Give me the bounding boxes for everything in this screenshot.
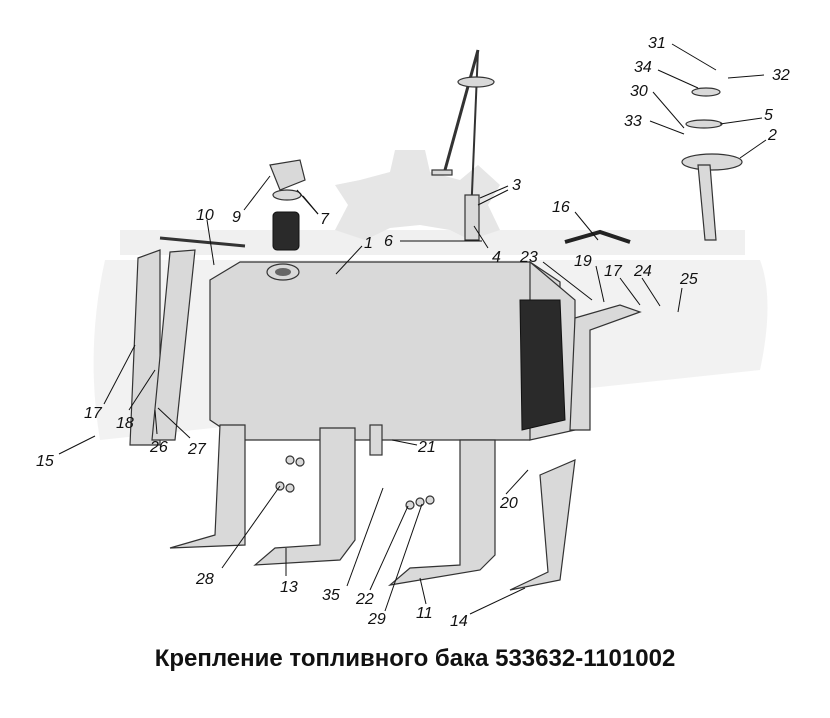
callout-1: 1 [364,235,373,252]
callout-2: 2 [767,127,777,144]
callout-17b: 17 [84,405,103,422]
fuel-intake-unit [681,87,743,241]
callout-7: 7 [320,211,330,228]
callout-31: 31 [648,35,666,52]
callout-10: 10 [196,207,214,224]
callout-29: 29 [367,611,386,628]
callout-11: 11 [416,605,433,622]
callout-labels: 31 32 34 30 5 33 2 3 9 7 10 1 6 4 16 23 … [36,35,790,630]
fuel-tank [209,260,576,441]
filler-cap [269,159,306,251]
callout-6: 6 [384,233,393,250]
callout-9: 9 [232,209,241,226]
bolts [275,424,435,510]
callout-34: 34 [634,59,652,76]
callout-23: 23 [519,249,538,266]
callout-3: 3 [512,177,521,194]
callout-26: 26 [149,439,168,456]
callout-35: 35 [322,587,340,604]
callout-5: 5 [764,107,773,124]
callout-19: 19 [574,253,592,270]
callout-14: 14 [450,613,468,630]
leader-lines [58,43,767,615]
diagram-caption: Крепление топливного бака 533632-1101002 [154,645,676,672]
callout-4: 4 [492,249,501,266]
callout-27: 27 [187,441,207,458]
callout-16: 16 [552,199,570,216]
callout-18: 18 [116,415,134,432]
callout-21: 21 [417,439,436,456]
callout-22: 22 [355,591,374,608]
callout-24: 24 [633,263,652,280]
callout-20: 20 [499,495,518,512]
callout-17a: 17 [604,263,623,280]
callout-28: 28 [195,571,214,588]
callout-13: 13 [280,579,298,596]
fuel-level-sender [431,49,495,241]
bracket-11 [387,439,576,591]
callout-33: 33 [624,113,642,130]
hose [564,229,631,244]
callout-32: 32 [772,67,790,84]
callout-30: 30 [630,83,648,100]
bracket-13 [169,424,356,566]
callout-15: 15 [36,453,54,470]
callout-25: 25 [679,271,698,288]
